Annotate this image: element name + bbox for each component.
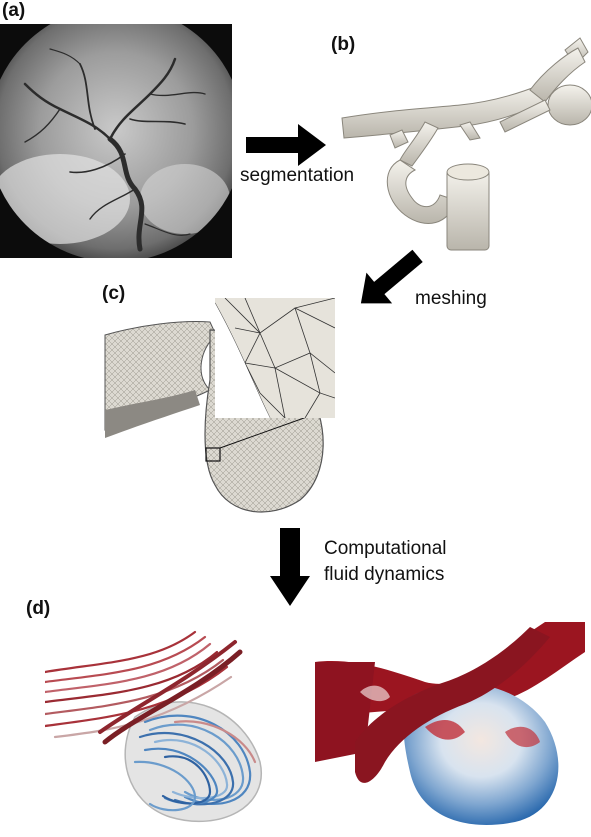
meshing-arrow: [360, 249, 423, 304]
wall-shear-stress-visualization: [315, 622, 585, 825]
panel-label-d: (d): [26, 598, 51, 619]
streamline-visualization: [45, 630, 263, 822]
segmentation-arrow: [246, 124, 326, 166]
cfd-label-line2: fluid dynamics: [324, 564, 445, 585]
cfd-arrow: [270, 528, 310, 606]
panel-label-a: (a): [2, 0, 26, 21]
segmentation-label: segmentation: [240, 165, 355, 186]
panel-label-c: (c): [102, 283, 126, 304]
meshing-label: meshing: [415, 288, 487, 309]
angiography-image: [0, 24, 232, 258]
cfd-label-line1: Computational: [324, 538, 447, 559]
segmented-vessel-model: [341, 37, 591, 251]
panel-label-b: (b): [331, 34, 356, 55]
mesh-zoom-inset: [215, 298, 335, 418]
